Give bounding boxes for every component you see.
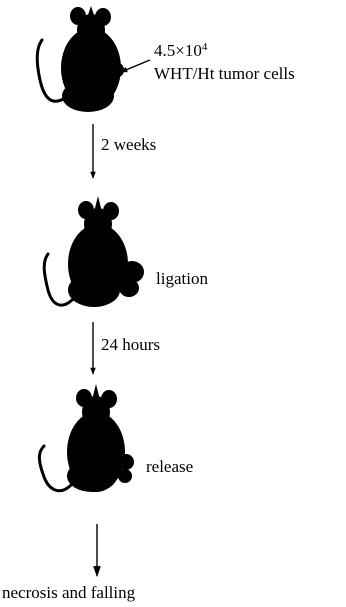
interval-24-hours-label: 24 hours (101, 335, 160, 354)
ligation-label: ligation (156, 269, 208, 288)
injection-arrow-icon (121, 60, 150, 72)
interval-2-weeks-label: 2 weeks (101, 135, 156, 154)
mouse-3-icon (39, 384, 134, 492)
inoculation-label: 4.5×104 WHT/Ht tumor cells (154, 35, 295, 83)
mouse-1-icon (37, 6, 124, 112)
outcome-label: necrosis and falling (2, 583, 136, 602)
release-label: release (146, 457, 193, 476)
mouse-2-icon (44, 196, 144, 307)
